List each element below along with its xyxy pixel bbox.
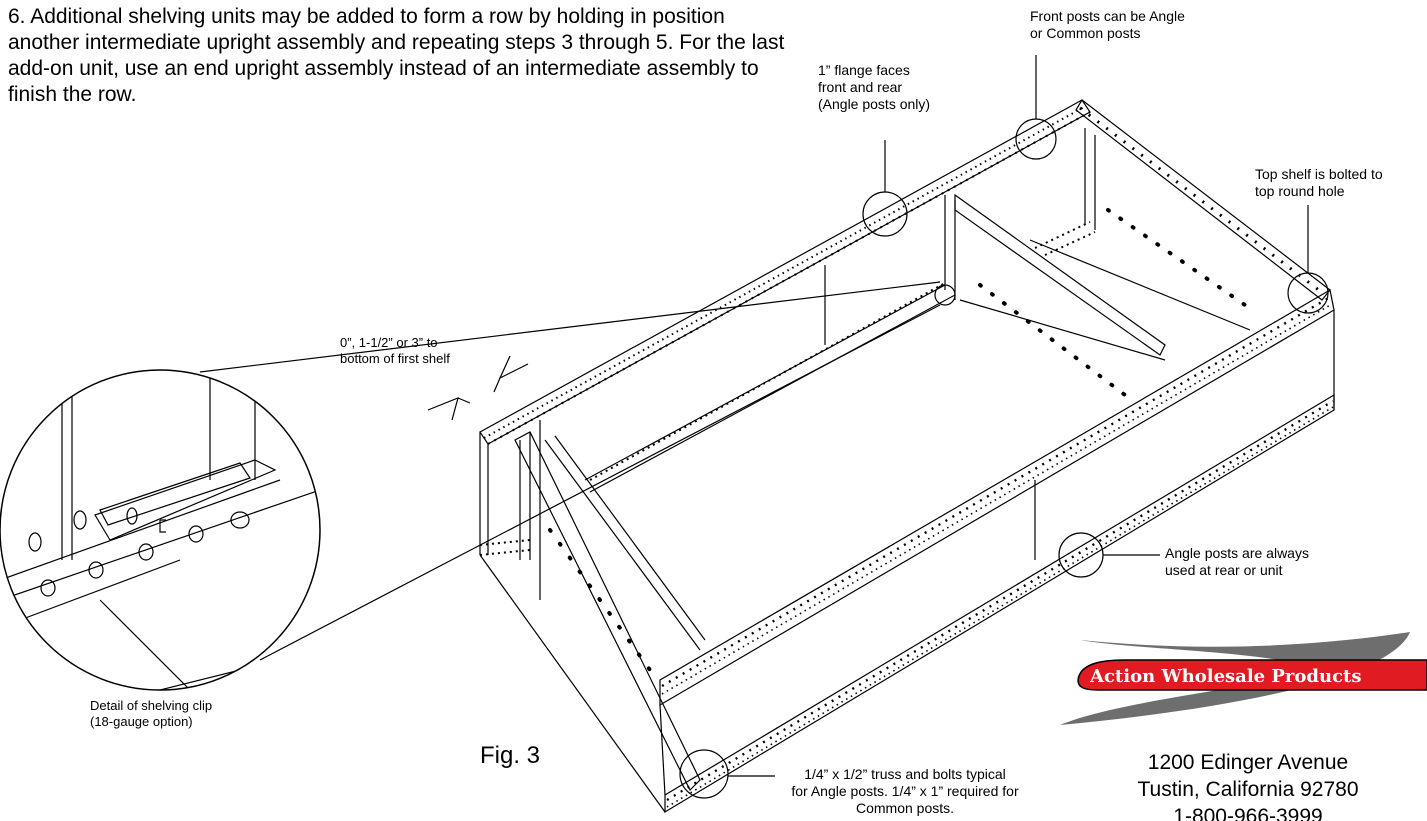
intermediate-upright [944,128,1166,356]
callout-line: Front posts can be Angle [1030,8,1185,24]
callout-angle-posts: Angle posts are always used at rear or u… [1165,545,1309,579]
top-hole-callout-circle [1287,272,1329,314]
callout-line: top round hole [1255,183,1345,199]
callout-line: front and rear [818,79,903,95]
callout-first-shelf: 0”, 1-1/2” or 3” to bottom of first shel… [340,335,450,367]
callout-line: bottom of first shelf [340,351,450,366]
address-phone: 1-800-966-3999 [1173,805,1323,821]
callout-top-shelf: Top shelf is bolted to top round hole [1255,166,1383,200]
figure-label: Fig. 3 [480,742,541,769]
callout-line: 1” flange faces [818,62,910,78]
company-address: 1200 Edinger Avenue Tustin, California 9… [1098,749,1398,821]
callout-line: Detail of shelving clip [90,698,213,713]
left-upright [479,420,706,792]
front-top-rail [479,99,1091,445]
right-top-rail [1075,99,1331,301]
callout-flange: 1” flange faces front and rear (Angle po… [818,62,930,113]
address-city: Tustin, California 92780 [1137,778,1359,801]
callout-line: (Angle posts only) [818,96,931,112]
callout-clip-detail: Detail of shelving clip (18-gauge option… [90,698,212,730]
shelving-clip-detail [0,369,321,691]
company-logo [1060,632,1427,725]
callout-line: used at rear or unit [1165,562,1283,578]
address-street: 1200 Edinger Avenue [1147,751,1349,774]
truss-callout-circle [679,749,729,799]
callout-line: 0”, 1-1/2” or 3” to [340,335,438,350]
callout-line: 1/4” x 1/2” truss and bolts typical [804,766,1006,782]
callout-line: (18-gauge option) [90,714,193,729]
back-long-rail [659,289,1335,707]
logo-text: Action Wholesale Products [1090,666,1362,687]
callout-line: Common posts. [855,800,955,816]
callout-line: for Angle posts. 1/4” x 1” required for [791,783,1019,799]
callout-line: Top shelf is bolted to [1255,166,1383,182]
callout-line: or Common posts [1030,25,1141,41]
callout-line: Angle posts are always [1165,545,1309,561]
callout-truss: 1/4” x 1/2” truss and bolts typical for … [750,766,1060,817]
callout-front-posts: Front posts can be Angle or Common posts [1030,8,1185,42]
instruction-step-6: 6. Additional shelving units may be adde… [8,5,785,106]
